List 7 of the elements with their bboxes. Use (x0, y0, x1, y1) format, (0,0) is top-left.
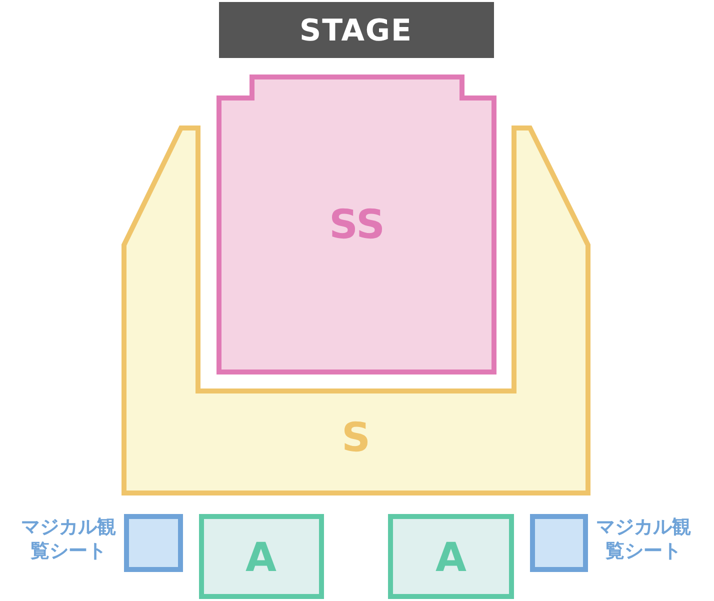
seat-caption: マジカル観覧シート (594, 516, 692, 564)
seat-section-label: A (436, 535, 466, 581)
seat-section-label: A (246, 535, 276, 581)
seat-section-label: S (342, 415, 370, 461)
seat-caption: マジカル観覧シート (20, 516, 118, 564)
seat-section-label: SS (329, 202, 385, 248)
stage-label: STAGE (299, 14, 413, 48)
